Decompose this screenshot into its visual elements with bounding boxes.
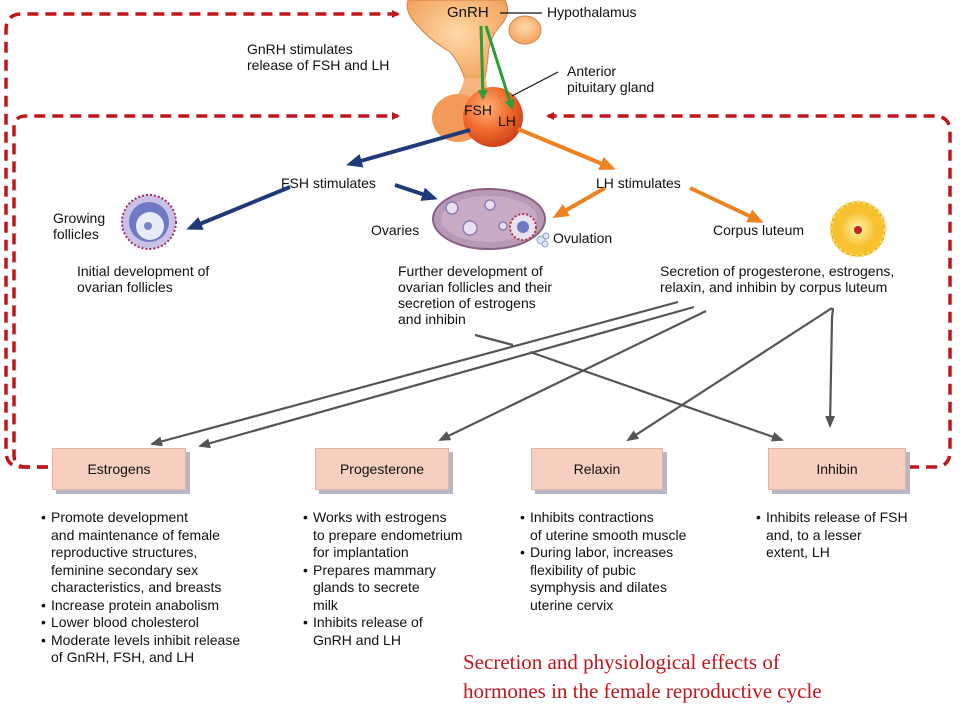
inhibin-effects: Inhibits release of FSH and, to a lesser… <box>754 509 954 562</box>
growing-follicles-label: Growing follicles <box>53 210 106 242</box>
ovaries-label: Ovaries <box>371 222 420 238</box>
list-item: Inhibits release of FSH and, to a lesser… <box>754 509 954 562</box>
corpus-luteum-image <box>829 200 887 258</box>
hormone-box-progesterone: Progesterone <box>315 448 449 490</box>
fsh-label: FSH <box>464 102 492 118</box>
list-item: Lower blood cholesterol <box>39 614 289 632</box>
corpus-luteum-label: Corpus luteum <box>713 222 805 238</box>
gnrh-arrows <box>477 25 515 110</box>
list-item: Prepares mammary glands to secrete milk <box>301 562 501 615</box>
leader-lines <box>500 12 559 97</box>
relaxin-effects: Inhibits contractions of uterine smooth … <box>518 509 738 614</box>
hormone-box-relaxin: Relaxin <box>531 448 663 490</box>
ovary-image <box>432 188 550 250</box>
figure-caption: Secretion and physiological effects of h… <box>463 650 822 703</box>
list-item: Increase protein anabolism <box>39 597 289 615</box>
list-item: During labor, increases flexibility of p… <box>518 544 738 614</box>
hypothalamus-label: Hypothalamus <box>547 4 637 20</box>
list-item: Moderate levels inhibit release of GnRH,… <box>39 632 289 667</box>
corpus-luteum-description: Secretion of progesterone, estrogens, re… <box>660 263 895 295</box>
ovaries-description: Further development of ovarian follicles… <box>398 263 553 327</box>
growing-follicle-image <box>121 194 177 250</box>
hypothalamus-pituitary <box>406 0 542 147</box>
follicles-description: Initial development of ovarian follicles <box>77 263 210 295</box>
lh-stimulates-label: LH stimulates <box>596 175 681 191</box>
gnrh-note: GnRH stimulates release of FSH and LH <box>247 41 390 73</box>
lh-arrows <box>517 127 764 223</box>
hormone-box-inhibin: Inhibin <box>768 448 906 490</box>
gnrh-label: GnRH <box>447 4 489 21</box>
fsh-arrows <box>186 128 471 230</box>
lh-label: LH <box>498 113 516 129</box>
feedback-loop-hypothalamus <box>4 10 400 469</box>
ovulation-oocyte <box>536 232 550 248</box>
negative-feedback-loops <box>4 10 952 469</box>
fsh-stimulates-label: FSH stimulates <box>281 175 376 191</box>
hypothalamus-lobe <box>508 15 542 45</box>
progesterone-effects: Works with estrogens to prepare endometr… <box>301 509 501 649</box>
ovulation-label: Ovulation <box>553 230 613 246</box>
list-item: Inhibits release of GnRH and LH <box>301 614 501 649</box>
hormone-box-estrogens: Estrogens <box>52 448 186 490</box>
estrogens-effects: Promote development and maintenance of f… <box>39 509 289 667</box>
anterior-pituitary-label: Anterior pituitary gland <box>567 63 655 95</box>
feedback-loop-pituitary-left <box>12 112 400 469</box>
secretion-arrows <box>150 300 836 449</box>
list-item: Inhibits contractions of uterine smooth … <box>518 509 738 544</box>
list-item: Promote development and maintenance of f… <box>39 509 289 597</box>
list-item: Works with estrogens to prepare endometr… <box>301 509 501 562</box>
